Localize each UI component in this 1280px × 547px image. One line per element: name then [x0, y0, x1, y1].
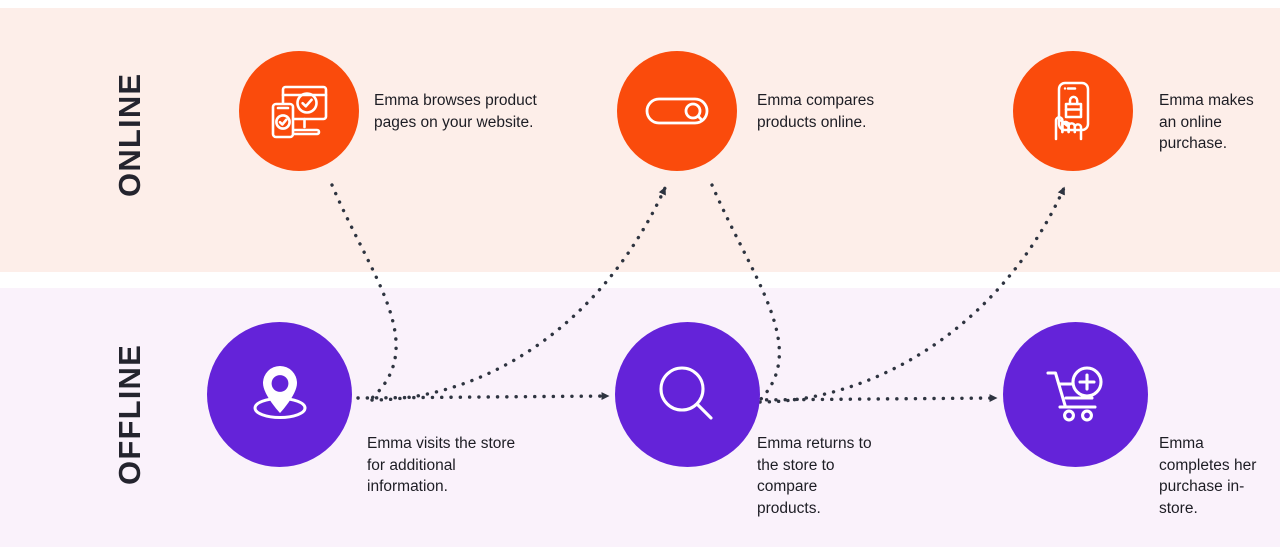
connector-online1-to-offline1: [330, 183, 398, 400]
location-pin-icon: [239, 354, 321, 436]
offline-step-3-node[interactable]: [1003, 322, 1148, 467]
online-step-3-node[interactable]: [1013, 51, 1133, 171]
desktop-mobile-check-icon: [262, 74, 336, 148]
online-step-1-node[interactable]: [239, 51, 359, 171]
online-step-2-node[interactable]: [617, 51, 737, 171]
connector-offline1-to-offline2: [356, 392, 610, 400]
magnifying-glass-icon: [648, 355, 728, 435]
offline-step-1-caption: Emma visits the store for additional inf…: [367, 435, 516, 495]
search-bar-icon: [641, 75, 713, 147]
offline-step-2-node[interactable]: [615, 322, 760, 467]
offline-step-1-node[interactable]: [207, 322, 352, 467]
connector-offline2-to-offline3: [746, 394, 998, 402]
cart-plus-icon: [1035, 354, 1117, 436]
online-step-2-caption: Emma compares products online.: [757, 92, 875, 131]
offline-step-3-caption: Emma completes her purchase in-store.: [1159, 435, 1257, 517]
online-step-1-caption: Emma browses product pages on your websi…: [374, 92, 537, 131]
hand-phone-shopping-bag-icon: [1037, 75, 1109, 147]
connector-offline2-to-online3: [758, 186, 1066, 404]
online-step-3-caption: Emma makes an online purchase.: [1159, 92, 1254, 152]
offline-step-2-caption: Emma returns to the store to compare pro…: [757, 435, 872, 517]
connector-online2-to-offline2: [710, 183, 781, 402]
